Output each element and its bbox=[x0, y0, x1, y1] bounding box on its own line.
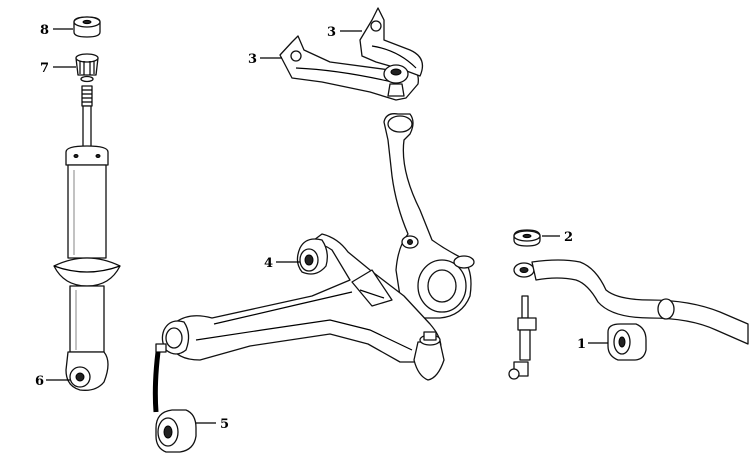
lower-control-arm bbox=[155, 233, 445, 381]
callout-7: 7 bbox=[40, 61, 49, 76]
upper-control-arm bbox=[279, 7, 424, 101]
callout-2: 2 bbox=[564, 230, 573, 245]
stabilizer-bushing-part bbox=[607, 323, 647, 361]
top-bushing-part bbox=[73, 16, 101, 38]
callout-8: 8 bbox=[40, 23, 49, 38]
callout-4: 4 bbox=[264, 256, 273, 271]
callout-3-left: 3 bbox=[248, 52, 257, 67]
lower-arm-bushing-part bbox=[152, 351, 197, 453]
shock-absorber bbox=[53, 16, 121, 391]
stabilizer-link bbox=[508, 262, 537, 380]
stabilizer-bar bbox=[531, 259, 749, 345]
callout-3-top: 3 bbox=[327, 25, 336, 40]
mount-nut-part bbox=[75, 53, 99, 83]
link-bushing-part bbox=[513, 229, 541, 247]
steering-knuckle bbox=[383, 113, 475, 326]
leader-lines bbox=[46, 28, 608, 424]
callout-1: 1 bbox=[577, 337, 586, 352]
callout-labels: 8 7 6 3 3 4 5 2 1 bbox=[35, 23, 586, 432]
callout-6: 6 bbox=[35, 374, 44, 389]
callout-5: 5 bbox=[220, 417, 229, 432]
